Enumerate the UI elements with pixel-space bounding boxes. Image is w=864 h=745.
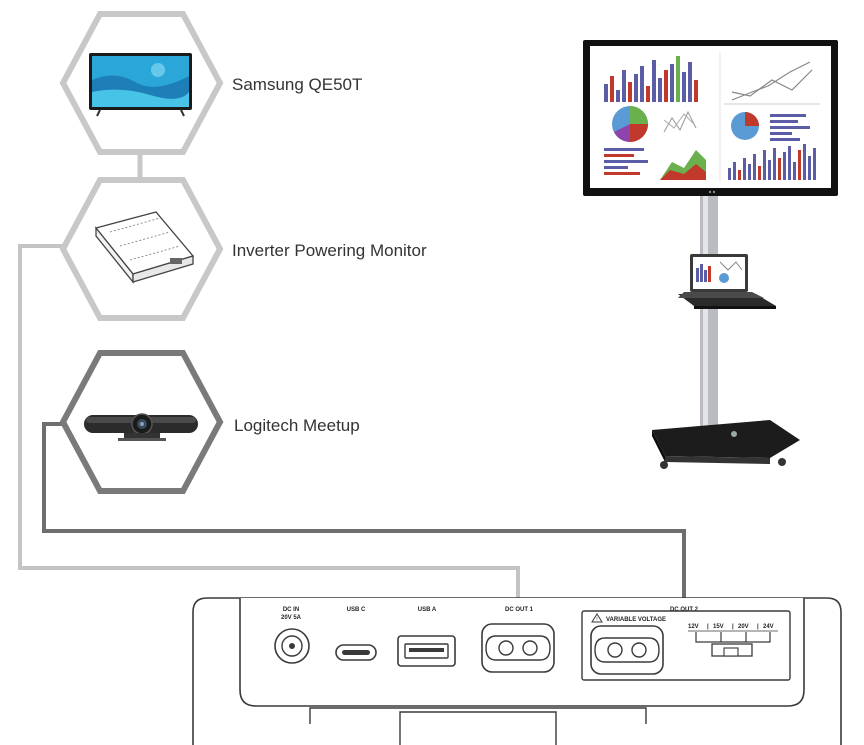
warning-icon: ! (591, 613, 603, 623)
svg-text:!: ! (596, 617, 597, 623)
camera-cable (42, 422, 686, 598)
voltage-option: 12V (688, 624, 699, 630)
monitor-on-stand-icon (583, 40, 838, 469)
port-label: USB C (347, 607, 366, 613)
port-label-sub: 20V 5A (281, 615, 302, 621)
tv-icon (89, 53, 192, 117)
port-label: DC OUT 1 (505, 607, 534, 613)
dc-out-port-icon (590, 625, 664, 675)
port-label: USB A (418, 607, 437, 613)
usb-a-port[interactable]: USB A (397, 607, 456, 667)
voltage-separator: | (757, 624, 759, 630)
voltage-separator: | (707, 624, 709, 630)
monitor-screen-charts (604, 52, 820, 182)
variable-voltage-label: VARIABLE VOLTAGE (606, 617, 666, 623)
cables (18, 152, 686, 598)
inverter-icon (94, 211, 195, 284)
device-inverter: Inverter Powering Monitor (59, 177, 427, 321)
dc-out-2-port[interactable]: DC OUT 2 ! VARIABLE VOLTAGE 12V | 15V | … (581, 607, 791, 681)
device-label: Samsung QE50T (232, 75, 362, 94)
voltage-selector[interactable]: 12V | 15V | 20V | 24V (688, 624, 778, 657)
voltage-option: 20V (738, 624, 749, 630)
usb-c-port[interactable]: USB C (335, 607, 377, 661)
dc-out-1-port[interactable]: DC OUT 1 (481, 607, 555, 673)
device-tv: Samsung QE50T (59, 11, 362, 155)
voltage-separator: | (732, 624, 734, 630)
usb-a-port-icon (397, 635, 456, 667)
device-label: Logitech Meetup (234, 416, 360, 435)
dc-out-port-icon (481, 623, 555, 673)
conference-camera-icon (84, 413, 198, 441)
voltage-switch-icon (695, 632, 771, 657)
usb-c-port-icon (335, 644, 377, 661)
dc-in-port[interactable]: DC IN 20V 5A (274, 607, 310, 664)
inverter-cable (18, 244, 520, 598)
port-label: DC IN (283, 607, 299, 613)
power-station: DC IN 20V 5A USB C USB A (192, 597, 842, 745)
port-label: DC OUT 2 (670, 607, 699, 613)
voltage-option: 15V (713, 624, 724, 630)
device-camera: Logitech Meetup (59, 350, 360, 494)
voltage-option: 24V (763, 624, 774, 630)
dc-out-2-frame (581, 610, 791, 681)
dc-in-port-icon (274, 628, 310, 664)
device-label: Inverter Powering Monitor (232, 241, 427, 260)
